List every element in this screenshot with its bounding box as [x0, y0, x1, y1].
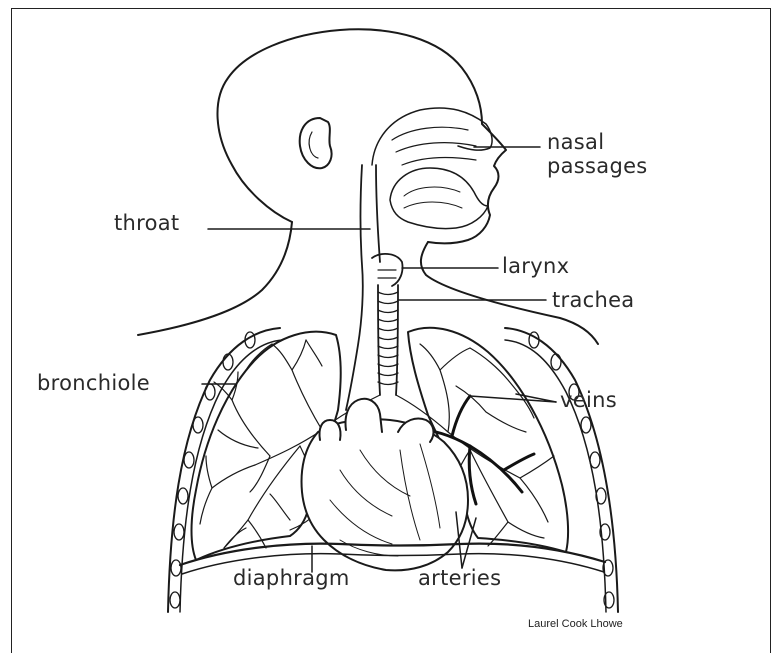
label-larynx: larynx — [502, 256, 569, 277]
label-arteries: arteries — [418, 568, 501, 589]
label-diaphragm: diaphragm — [233, 568, 350, 589]
nasal-cavity — [372, 108, 492, 165]
aorta — [346, 399, 383, 432]
pharynx — [346, 165, 363, 410]
neck-back-outline — [138, 222, 292, 335]
trachea-rings — [378, 292, 398, 385]
label-trachea: trachea — [552, 290, 634, 311]
head-outline — [217, 29, 506, 243]
label-bronchiole: bronchiole — [37, 373, 150, 394]
ear — [300, 118, 332, 168]
label-veins: veins — [560, 390, 617, 411]
oral-cavity — [390, 168, 488, 229]
label-nasal: nasal — [547, 132, 604, 153]
heart — [302, 419, 468, 570]
label-passages: passages — [547, 156, 648, 177]
artist-credit: Laurel Cook Lhowe — [528, 619, 623, 630]
label-throat: throat — [114, 213, 179, 234]
